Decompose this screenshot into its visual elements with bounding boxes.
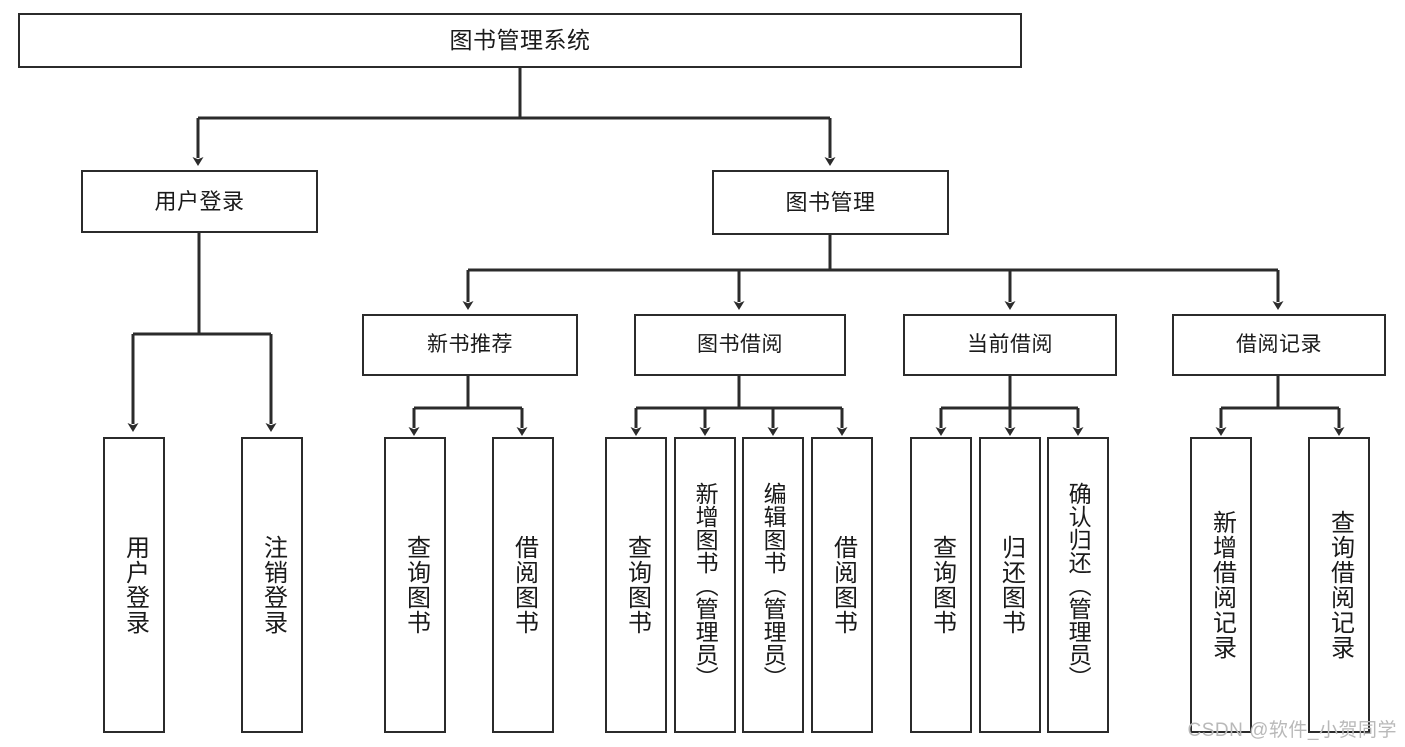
- node-new-book-recommend-label: 新书推荐: [427, 332, 513, 356]
- leaf-add-borrow-record-label: 新增借阅记录: [1208, 510, 1236, 660]
- leaf-query-book-borrow-label: 查询图书: [623, 535, 651, 635]
- leaf-borrow-book-new-label: 借阅图书: [510, 535, 538, 635]
- node-user-login-label: 用户登录: [154, 188, 245, 214]
- leaf-query-book-current[interactable]: 查询图书: [910, 437, 972, 733]
- node-book-management-label: 图书管理: [785, 189, 876, 215]
- leaf-edit-book-admin[interactable]: 编辑图书（管理员）: [742, 437, 804, 733]
- leaf-confirm-return-admin-label: 确认归还（管理员）: [1065, 481, 1092, 689]
- leaf-borrow-book-new[interactable]: 借阅图书: [492, 437, 554, 733]
- node-book-borrow-label: 图书借阅: [697, 332, 783, 356]
- node-borrow-record[interactable]: 借阅记录: [1172, 314, 1386, 376]
- node-current-borrow-label: 当前借阅: [967, 332, 1053, 356]
- leaf-logout[interactable]: 注销登录: [241, 437, 303, 733]
- leaf-borrow-book[interactable]: 借阅图书: [811, 437, 873, 733]
- node-root[interactable]: 图书管理系统: [18, 13, 1022, 68]
- leaf-query-book-current-label: 查询图书: [928, 535, 956, 635]
- leaf-add-borrow-record[interactable]: 新增借阅记录: [1190, 437, 1252, 733]
- leaf-logout-label: 注销登录: [259, 535, 287, 635]
- leaf-borrow-book-label: 借阅图书: [829, 535, 857, 635]
- node-book-management[interactable]: 图书管理: [712, 170, 949, 235]
- leaf-add-book-admin-label: 新增图书（管理员）: [692, 481, 719, 689]
- leaf-query-book-new[interactable]: 查询图书: [384, 437, 446, 733]
- leaf-query-borrow-record-label: 查询借阅记录: [1326, 510, 1354, 660]
- leaf-return-book-label: 归还图书: [997, 535, 1025, 635]
- watermark: CSDN @软件_小贺同学: [1187, 720, 1397, 741]
- leaf-edit-book-admin-label: 编辑图书（管理员）: [760, 481, 787, 689]
- node-new-book-recommend[interactable]: 新书推荐: [362, 314, 578, 376]
- node-current-borrow[interactable]: 当前借阅: [903, 314, 1117, 376]
- node-user-login[interactable]: 用户登录: [81, 170, 318, 233]
- leaf-query-borrow-record[interactable]: 查询借阅记录: [1308, 437, 1370, 733]
- leaf-return-book[interactable]: 归还图书: [979, 437, 1041, 733]
- leaf-query-book-new-label: 查询图书: [402, 535, 430, 635]
- node-borrow-record-label: 借阅记录: [1236, 332, 1322, 356]
- leaf-add-book-admin[interactable]: 新增图书（管理员）: [674, 437, 736, 733]
- leaf-query-book-borrow[interactable]: 查询图书: [605, 437, 667, 733]
- node-root-label: 图书管理系统: [449, 26, 591, 53]
- leaf-user-login-label: 用户登录: [121, 535, 149, 635]
- leaf-confirm-return-admin[interactable]: 确认归还（管理员）: [1047, 437, 1109, 733]
- leaf-user-login[interactable]: 用户登录: [103, 437, 165, 733]
- node-book-borrow[interactable]: 图书借阅: [634, 314, 846, 376]
